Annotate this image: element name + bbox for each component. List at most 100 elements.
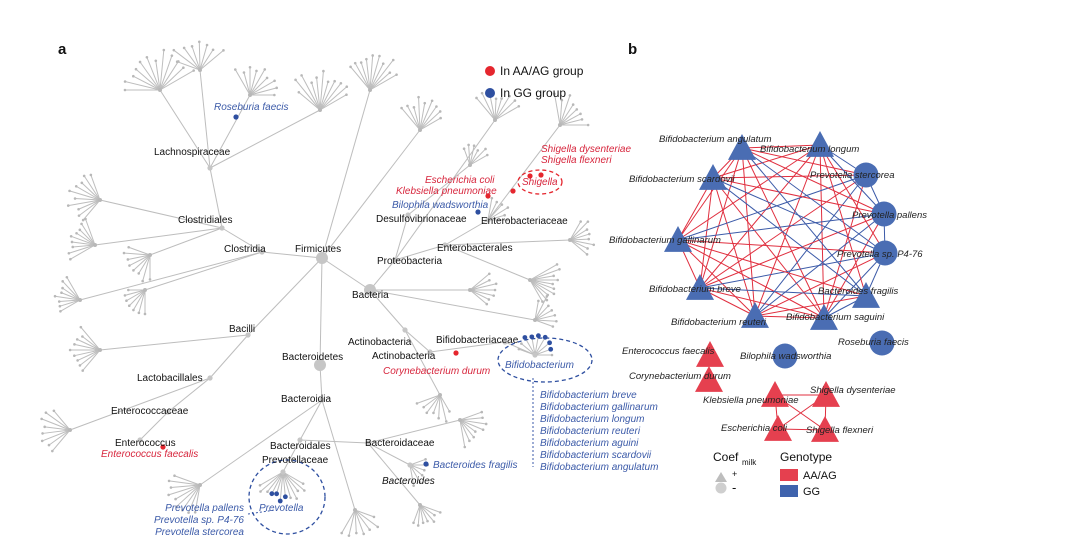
tree-node (143, 288, 147, 292)
tree-node (127, 245, 130, 249)
tree-edge (419, 504, 435, 522)
tree-node (58, 304, 62, 308)
tree-node (297, 90, 301, 94)
tree-node (242, 71, 246, 74)
bifido-species-list: Bifidobacterium breve Bifidobacterium ga… (540, 390, 658, 473)
prevotella-node (274, 491, 279, 497)
tree-node (198, 68, 202, 72)
tree-edge (82, 199, 101, 221)
tree-node (43, 425, 47, 429)
tree-node (422, 405, 425, 409)
hub-node (314, 359, 326, 371)
network-node-longum (806, 131, 834, 157)
legend-a: In AA/AG group In GG group (485, 64, 584, 100)
tree-node (555, 263, 559, 266)
tree-edge (350, 66, 371, 91)
tree-edge (319, 81, 336, 111)
tree-edge (529, 263, 558, 281)
tree-node (81, 335, 84, 338)
tree-node (137, 311, 141, 315)
tree-edge (209, 109, 321, 169)
tree-edge (521, 343, 536, 356)
tree-edge (159, 61, 179, 91)
tree-edge (282, 471, 305, 491)
tree-edge (531, 336, 536, 356)
network-label-breve: Bifidobacterium breve (649, 284, 741, 295)
tree-node (123, 88, 127, 92)
tree-edge (181, 484, 201, 511)
tree-node (395, 73, 398, 76)
tree-node (362, 532, 365, 536)
tree-node (381, 62, 385, 65)
tree-node (552, 287, 556, 290)
tree-edge (419, 117, 441, 131)
taxon-node (407, 462, 413, 468)
tree-node (76, 359, 79, 362)
tree-edge (354, 509, 365, 535)
network-edge (699, 177, 714, 289)
tree-edge (61, 292, 81, 301)
tree-node (167, 493, 170, 497)
network-label-longum: Bifidobacterium longum (760, 144, 859, 155)
tree-node (145, 55, 149, 59)
tree-node (586, 247, 589, 250)
tree-edge (529, 268, 560, 281)
network-label-stercorea: Prevotella stercorea (810, 170, 894, 181)
tree-node (138, 60, 142, 64)
tree-node (345, 93, 348, 97)
tree-node (579, 220, 582, 223)
gg-labels: Roseburia faecis Bilophila wadsworthia B… (154, 102, 658, 538)
tree-edge (319, 94, 347, 111)
tree-node (472, 144, 476, 148)
tree-edge (159, 89, 211, 169)
tree-edge (79, 229, 96, 246)
tree-edge (419, 504, 428, 522)
tree-edge (260, 471, 284, 492)
tree-edge (75, 198, 101, 201)
tree-node (488, 278, 491, 282)
tree-node (181, 508, 184, 512)
tree-edge (59, 299, 81, 307)
label-prevotella-p476: Prevotella sp. P4-76 (154, 515, 244, 526)
tree-edge (199, 49, 214, 71)
tree-node (553, 313, 557, 317)
network-label-angulatum: Bifidobacterium angulatum (659, 134, 772, 145)
tree-node (426, 519, 429, 523)
label-bilophila: Bilophila wadsworthia (392, 200, 489, 211)
tree-node (432, 411, 435, 415)
tree-edge (459, 419, 466, 448)
tree-node (233, 68, 237, 71)
tree-node (494, 282, 498, 286)
tree-node (127, 304, 131, 308)
label-enterococcus-faecalis: Enterococcus faecalis (101, 449, 198, 460)
label-bacteria: Bacteria (352, 290, 389, 301)
tree-edge (53, 410, 71, 431)
tree-edge (469, 289, 490, 300)
tree-node (300, 74, 303, 77)
tree-edge (247, 257, 323, 336)
network-edge (699, 287, 825, 319)
tree-node (372, 515, 376, 519)
label-actinobacteria-1: Actinobacteria (348, 337, 412, 348)
tree-edge (404, 329, 441, 396)
tree-node (310, 81, 313, 85)
tree-node (438, 110, 442, 113)
tree-node (170, 54, 174, 57)
genotype-gg-swatch (780, 485, 798, 497)
network-label-enterococcus: Enterococcus faecalis (622, 346, 715, 357)
tree-edge (494, 95, 510, 121)
tree-edge (369, 289, 406, 331)
taxon-node (245, 332, 251, 338)
tree-node (490, 196, 494, 200)
tree-edge (279, 471, 284, 502)
tree-edge (569, 233, 590, 241)
tree-edge (191, 46, 201, 71)
network-node-scardovii (699, 164, 727, 190)
network-edge (712, 177, 885, 215)
tree-node (506, 218, 509, 222)
taxon-node (297, 437, 303, 443)
tree-node (74, 184, 78, 188)
tree-node (60, 291, 63, 295)
tree-edge (168, 480, 201, 486)
tree-node (40, 439, 44, 443)
